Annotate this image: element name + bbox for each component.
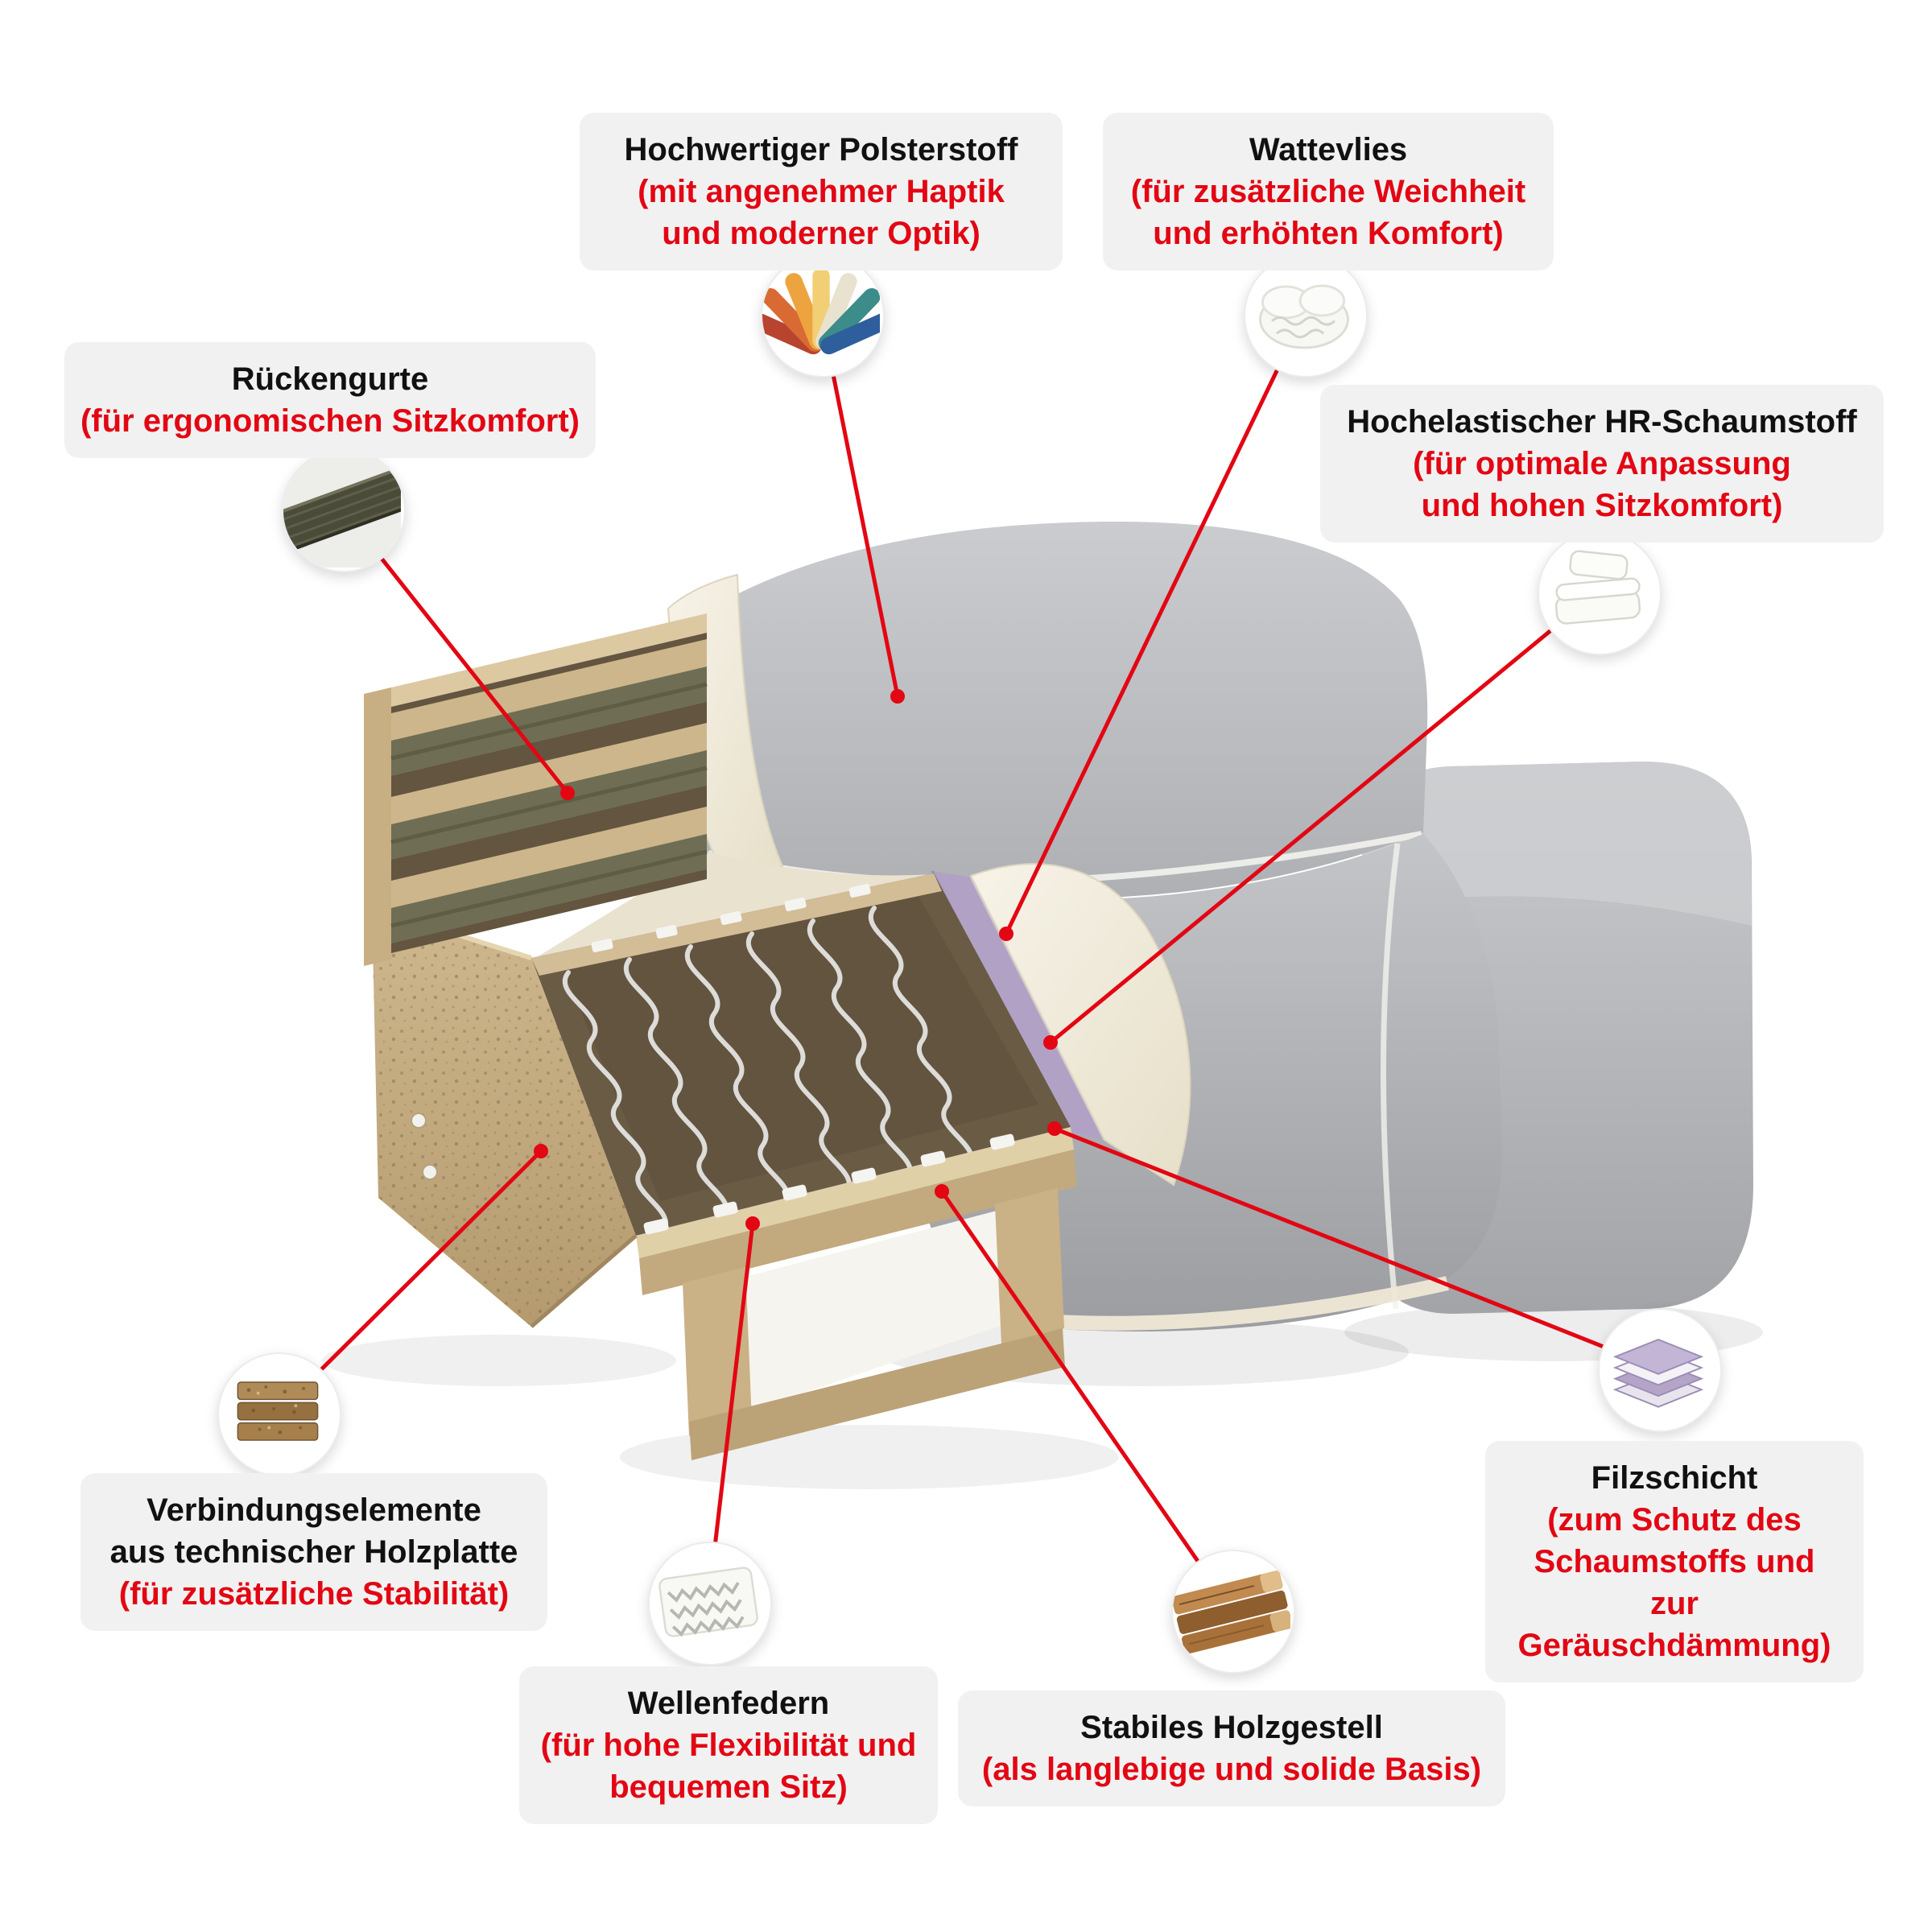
callout-title: Filzschicht xyxy=(1591,1460,1758,1496)
sofa-back-cushion xyxy=(689,521,1428,899)
callout-subtitle: bequemen Sitz) xyxy=(609,1769,848,1805)
chipboard-icon xyxy=(237,1381,319,1441)
callout-subtitle: (für optimale Anpassung xyxy=(1413,446,1791,481)
callout-wattevlies: Wattevlies (für zusätzliche Weichheit un… xyxy=(1103,113,1554,270)
callout-wellenfedern: Wellenfedern (für hohe Flexibilität und … xyxy=(519,1666,938,1824)
webbing-straps xyxy=(390,667,708,943)
holzgestell-icon-circle xyxy=(1171,1550,1295,1674)
screw-head xyxy=(411,1113,427,1129)
callout-rueckengurte: Rückengurte (für ergonomischen Sitzkomfo… xyxy=(64,342,596,458)
polsterstoff-icon-circle xyxy=(761,254,885,378)
connector-line-schaumstoff xyxy=(1049,590,1600,1044)
spring-clips-front xyxy=(643,1133,1015,1235)
webbing-strap-icon xyxy=(283,450,401,568)
filzschicht-icon-circle xyxy=(1598,1308,1722,1432)
callout-subtitle: zur Geräuschdämmung) xyxy=(1517,1586,1831,1663)
connector-line-wattevlies xyxy=(1004,312,1307,935)
spring-clips-back xyxy=(591,883,871,952)
callout-schaumstoff: Hochelastischer HR-Schaumstoff (für opti… xyxy=(1320,385,1884,543)
callout-title: Stabiles Holzgestell xyxy=(1080,1710,1383,1745)
callout-title: Hochwertiger Polsterstoff xyxy=(624,132,1018,167)
connector-endpoint-dots xyxy=(534,689,1062,1231)
callout-subtitle: (für hohe Flexibilität und xyxy=(540,1728,917,1763)
callout-title: Verbindungselemente xyxy=(147,1492,481,1528)
piping-seam xyxy=(1380,843,1401,1310)
springs-platform xyxy=(531,873,1071,1236)
callout-filzschicht: Filzschicht (zum Schutz des Schaumstoffs… xyxy=(1485,1441,1864,1682)
callout-subtitle: (für zusätzliche Weichheit xyxy=(1130,174,1526,209)
felt-layers-icon xyxy=(1612,1338,1704,1408)
callout-subtitle: und erhöhten Komfort) xyxy=(1153,216,1504,251)
callout-title: aus technischer Holzplatte xyxy=(109,1534,518,1570)
wood-planks-icon xyxy=(1173,1571,1290,1654)
callout-title: Hochelastischer HR-Schaumstoff xyxy=(1347,404,1857,440)
callout-polsterstoff: Hochwertiger Polsterstoff (mit angenehme… xyxy=(580,113,1063,270)
callout-title: Rückengurte xyxy=(231,361,429,397)
callout-subtitle: (als langlebige und solide Basis) xyxy=(981,1752,1482,1787)
sofa-cutaway-illustration xyxy=(322,521,1763,1489)
callout-subtitle: und hohen Sitzkomfort) xyxy=(1421,488,1783,523)
connector-line-filzschicht xyxy=(1054,1126,1659,1371)
schaumstoff-icon-circle xyxy=(1538,531,1662,655)
seat-foam-cut-face xyxy=(969,863,1191,1187)
wattevlies-icon-circle xyxy=(1244,254,1368,378)
callout-subtitle: und moderner Optik) xyxy=(662,216,980,251)
connector-lines xyxy=(276,312,1659,1612)
connector-line-holzgestell xyxy=(939,1190,1234,1612)
sinuous-springs xyxy=(562,908,972,1234)
back-rail xyxy=(531,873,942,976)
sinuous-springs-icon xyxy=(658,1567,758,1637)
wadding-fleece-icon xyxy=(1259,284,1349,349)
callout-title: Wattevlies xyxy=(1249,132,1408,167)
connector-line-polsterstoff xyxy=(819,313,900,697)
callout-holzgestell: Stabiles Holzgestell (als langlebige und… xyxy=(958,1690,1505,1806)
callout-subtitle: (für zusätzliche Stabilität) xyxy=(118,1576,510,1612)
callout-title: Wellenfedern xyxy=(627,1686,830,1721)
screw-head xyxy=(422,1164,438,1180)
callout-subtitle: Schaumstoffs und xyxy=(1534,1544,1815,1579)
fabric-swatch-fan-icon xyxy=(762,267,880,355)
callout-subtitle: (zum Schutz des xyxy=(1547,1502,1802,1538)
back-frame-with-straps xyxy=(364,613,708,966)
wellenfedern-icon-circle xyxy=(648,1542,772,1666)
connector-line-wellenfedern xyxy=(706,1223,755,1603)
callout-verbindungselemente: Verbindungselemente aus technischer Holz… xyxy=(80,1473,547,1631)
rueckengurte-icon-circle xyxy=(282,448,406,572)
foam-blocks-icon xyxy=(1554,550,1641,625)
verbindungselemente-icon-circle xyxy=(217,1352,341,1476)
callout-subtitle: (für ergonomischen Sitzkomfort) xyxy=(80,403,580,439)
callout-subtitle: (mit angenehmer Haptik xyxy=(638,174,1005,209)
chipboard-side-panel xyxy=(371,906,638,1328)
